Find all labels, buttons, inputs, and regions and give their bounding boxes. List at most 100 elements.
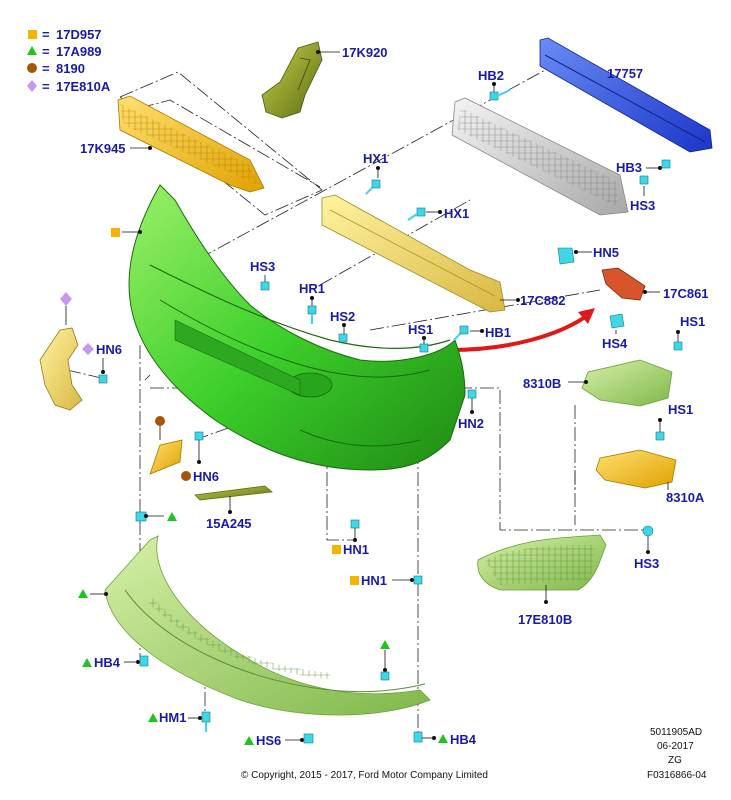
part-8190-clip[interactable] [149, 439, 183, 475]
label-8310B: 8310B [523, 376, 561, 391]
clip-HS6-icon[interactable] [303, 733, 314, 744]
clip-HX1-lower-icon[interactable] [407, 207, 426, 221]
clip-HN5-icon[interactable] [557, 247, 575, 265]
label-HS6: HS6 [256, 733, 281, 748]
legend-diamond-icon [27, 80, 37, 92]
legend-code-17A989: 17A989 [56, 44, 102, 59]
clip-HS3-mid-icon[interactable] [260, 281, 270, 291]
marker-triangle-mid-icon [380, 640, 390, 649]
part-15A245-strip[interactable] [194, 485, 273, 501]
marker-triangle-icon [167, 512, 177, 521]
label-17E810B: 17E810B [518, 612, 572, 627]
footer-doc-id: 5011905AD [650, 727, 702, 738]
clip-HB4-left-icon[interactable] [139, 655, 149, 667]
label-HN6-left: HN6 [96, 342, 122, 357]
legend-eq-3: = [42, 61, 50, 76]
label-HS1-mid: HS1 [408, 322, 433, 337]
footer-date: 06-2017 [657, 741, 694, 752]
part-bumper-cover[interactable] [128, 184, 466, 471]
part-17K945-grille[interactable] [117, 95, 265, 193]
clip-HB1-icon[interactable] [453, 325, 469, 341]
label-HB4-left: HB4 [94, 655, 121, 670]
label-15A245: 15A245 [206, 516, 252, 531]
clip-HS3-bottom-icon[interactable] [642, 525, 654, 537]
legend-square-icon [28, 30, 37, 39]
marker-triangle-hm1-icon [148, 713, 158, 722]
clip-HR1-icon[interactable] [307, 305, 317, 324]
legend: = 17D957 = 17A989 = 8190 = 17E810A [27, 27, 111, 94]
clip-HS1-mid-icon[interactable] [419, 343, 429, 353]
part-grey-grille[interactable] [451, 97, 629, 216]
clip-HS2-icon[interactable] [338, 333, 348, 343]
label-17C861: 17C861 [663, 286, 709, 301]
label-17C882: 17C882 [520, 293, 566, 308]
label-17K920: 17K920 [342, 45, 388, 60]
part-8310A-trim[interactable] [595, 449, 677, 489]
clip-HS1-lower-right-icon[interactable] [655, 431, 665, 441]
legend-eq-4: = [42, 79, 50, 94]
label-HN1-upper: HN1 [343, 542, 369, 557]
label-HX1-lower: HX1 [444, 206, 469, 221]
part-17E810B-lower-grille[interactable] [477, 534, 607, 591]
footer-code: ZG [668, 755, 682, 766]
part-8310B-trim[interactable] [581, 359, 673, 407]
clip-HB2-icon[interactable] [489, 89, 511, 101]
label-HS3-top: HS3 [630, 198, 655, 213]
label-HB3: HB3 [616, 160, 642, 175]
legend-code-8190: 8190 [56, 61, 85, 76]
label-17757: 17757 [607, 66, 643, 81]
clip-HN6-bottom-icon[interactable] [194, 431, 204, 441]
label-8310A: 8310A [666, 490, 705, 505]
label-HR1: HR1 [299, 281, 325, 296]
clip-HN1-lower-icon[interactable] [413, 575, 423, 585]
marker-circle-hn6-icon [181, 471, 191, 481]
clip-mid-lower-icon[interactable] [380, 671, 390, 681]
marker-triangle-hb4-right-icon [438, 734, 448, 743]
label-HS1-lower-right: HS1 [668, 402, 693, 417]
marker-triangle-hs6-icon [244, 736, 254, 745]
clip-HN2-icon[interactable] [467, 389, 477, 399]
clip-HN1-upper-icon[interactable] [350, 519, 360, 529]
clip-HS3-top-icon[interactable] [639, 175, 649, 185]
footer-ref: F0316866-04 [647, 770, 707, 781]
clip-HB3-icon[interactable] [661, 159, 671, 169]
part-17C861-bracket[interactable] [601, 267, 646, 301]
marker-circle-top-icon [155, 416, 165, 426]
label-HS2: HS2 [330, 309, 355, 324]
red-arrow [449, 313, 590, 352]
label-HB4-right: HB4 [450, 732, 477, 747]
label-HX1-upper: HX1 [363, 151, 388, 166]
clip-HS1-upper-right-icon[interactable] [673, 341, 683, 351]
footer-copyright: © Copyright, 2015 - 2017, Ford Motor Com… [241, 770, 488, 781]
marker-triangle-left-icon [78, 589, 88, 598]
marker-square-icon [111, 228, 120, 237]
clip-HX1-upper-icon[interactable] [365, 179, 381, 195]
part-17E810A-left-bracket[interactable] [39, 327, 83, 411]
part-lower-undertray[interactable] [104, 535, 431, 716]
part-17757-beam[interactable] [539, 37, 713, 153]
part-17C882-absorber[interactable] [321, 194, 506, 313]
label-HN1-lower: HN1 [361, 573, 387, 588]
clip-HN6-left-icon[interactable] [98, 374, 108, 384]
marker-square-hn1-lower-icon [350, 576, 359, 585]
label-HN5: HN5 [593, 245, 619, 260]
label-HM1: HM1 [159, 710, 186, 725]
clip-HB4-right-icon[interactable] [413, 731, 423, 743]
marker-square-hn1-upper-icon [332, 545, 341, 554]
marker-triangle-hb4-left-icon [82, 658, 92, 667]
legend-code-17D957: 17D957 [56, 27, 102, 42]
part-17K920-bracket[interactable] [261, 41, 323, 119]
label-HS4: HS4 [602, 336, 628, 351]
red-arrowhead-icon [578, 308, 595, 324]
label-HN2: HN2 [458, 416, 484, 431]
legend-eq-2: = [42, 44, 50, 59]
clip-HS4-icon[interactable] [609, 313, 625, 329]
label-HS1-upper-right: HS1 [680, 314, 705, 329]
clip-HM1-icon[interactable] [201, 711, 211, 732]
label-HB2: HB2 [478, 68, 504, 83]
label-17K945: 17K945 [80, 141, 126, 156]
label-HS3-bottom: HS3 [634, 556, 659, 571]
marker-diamond-top-icon [60, 292, 72, 306]
label-HB1: HB1 [485, 325, 511, 340]
